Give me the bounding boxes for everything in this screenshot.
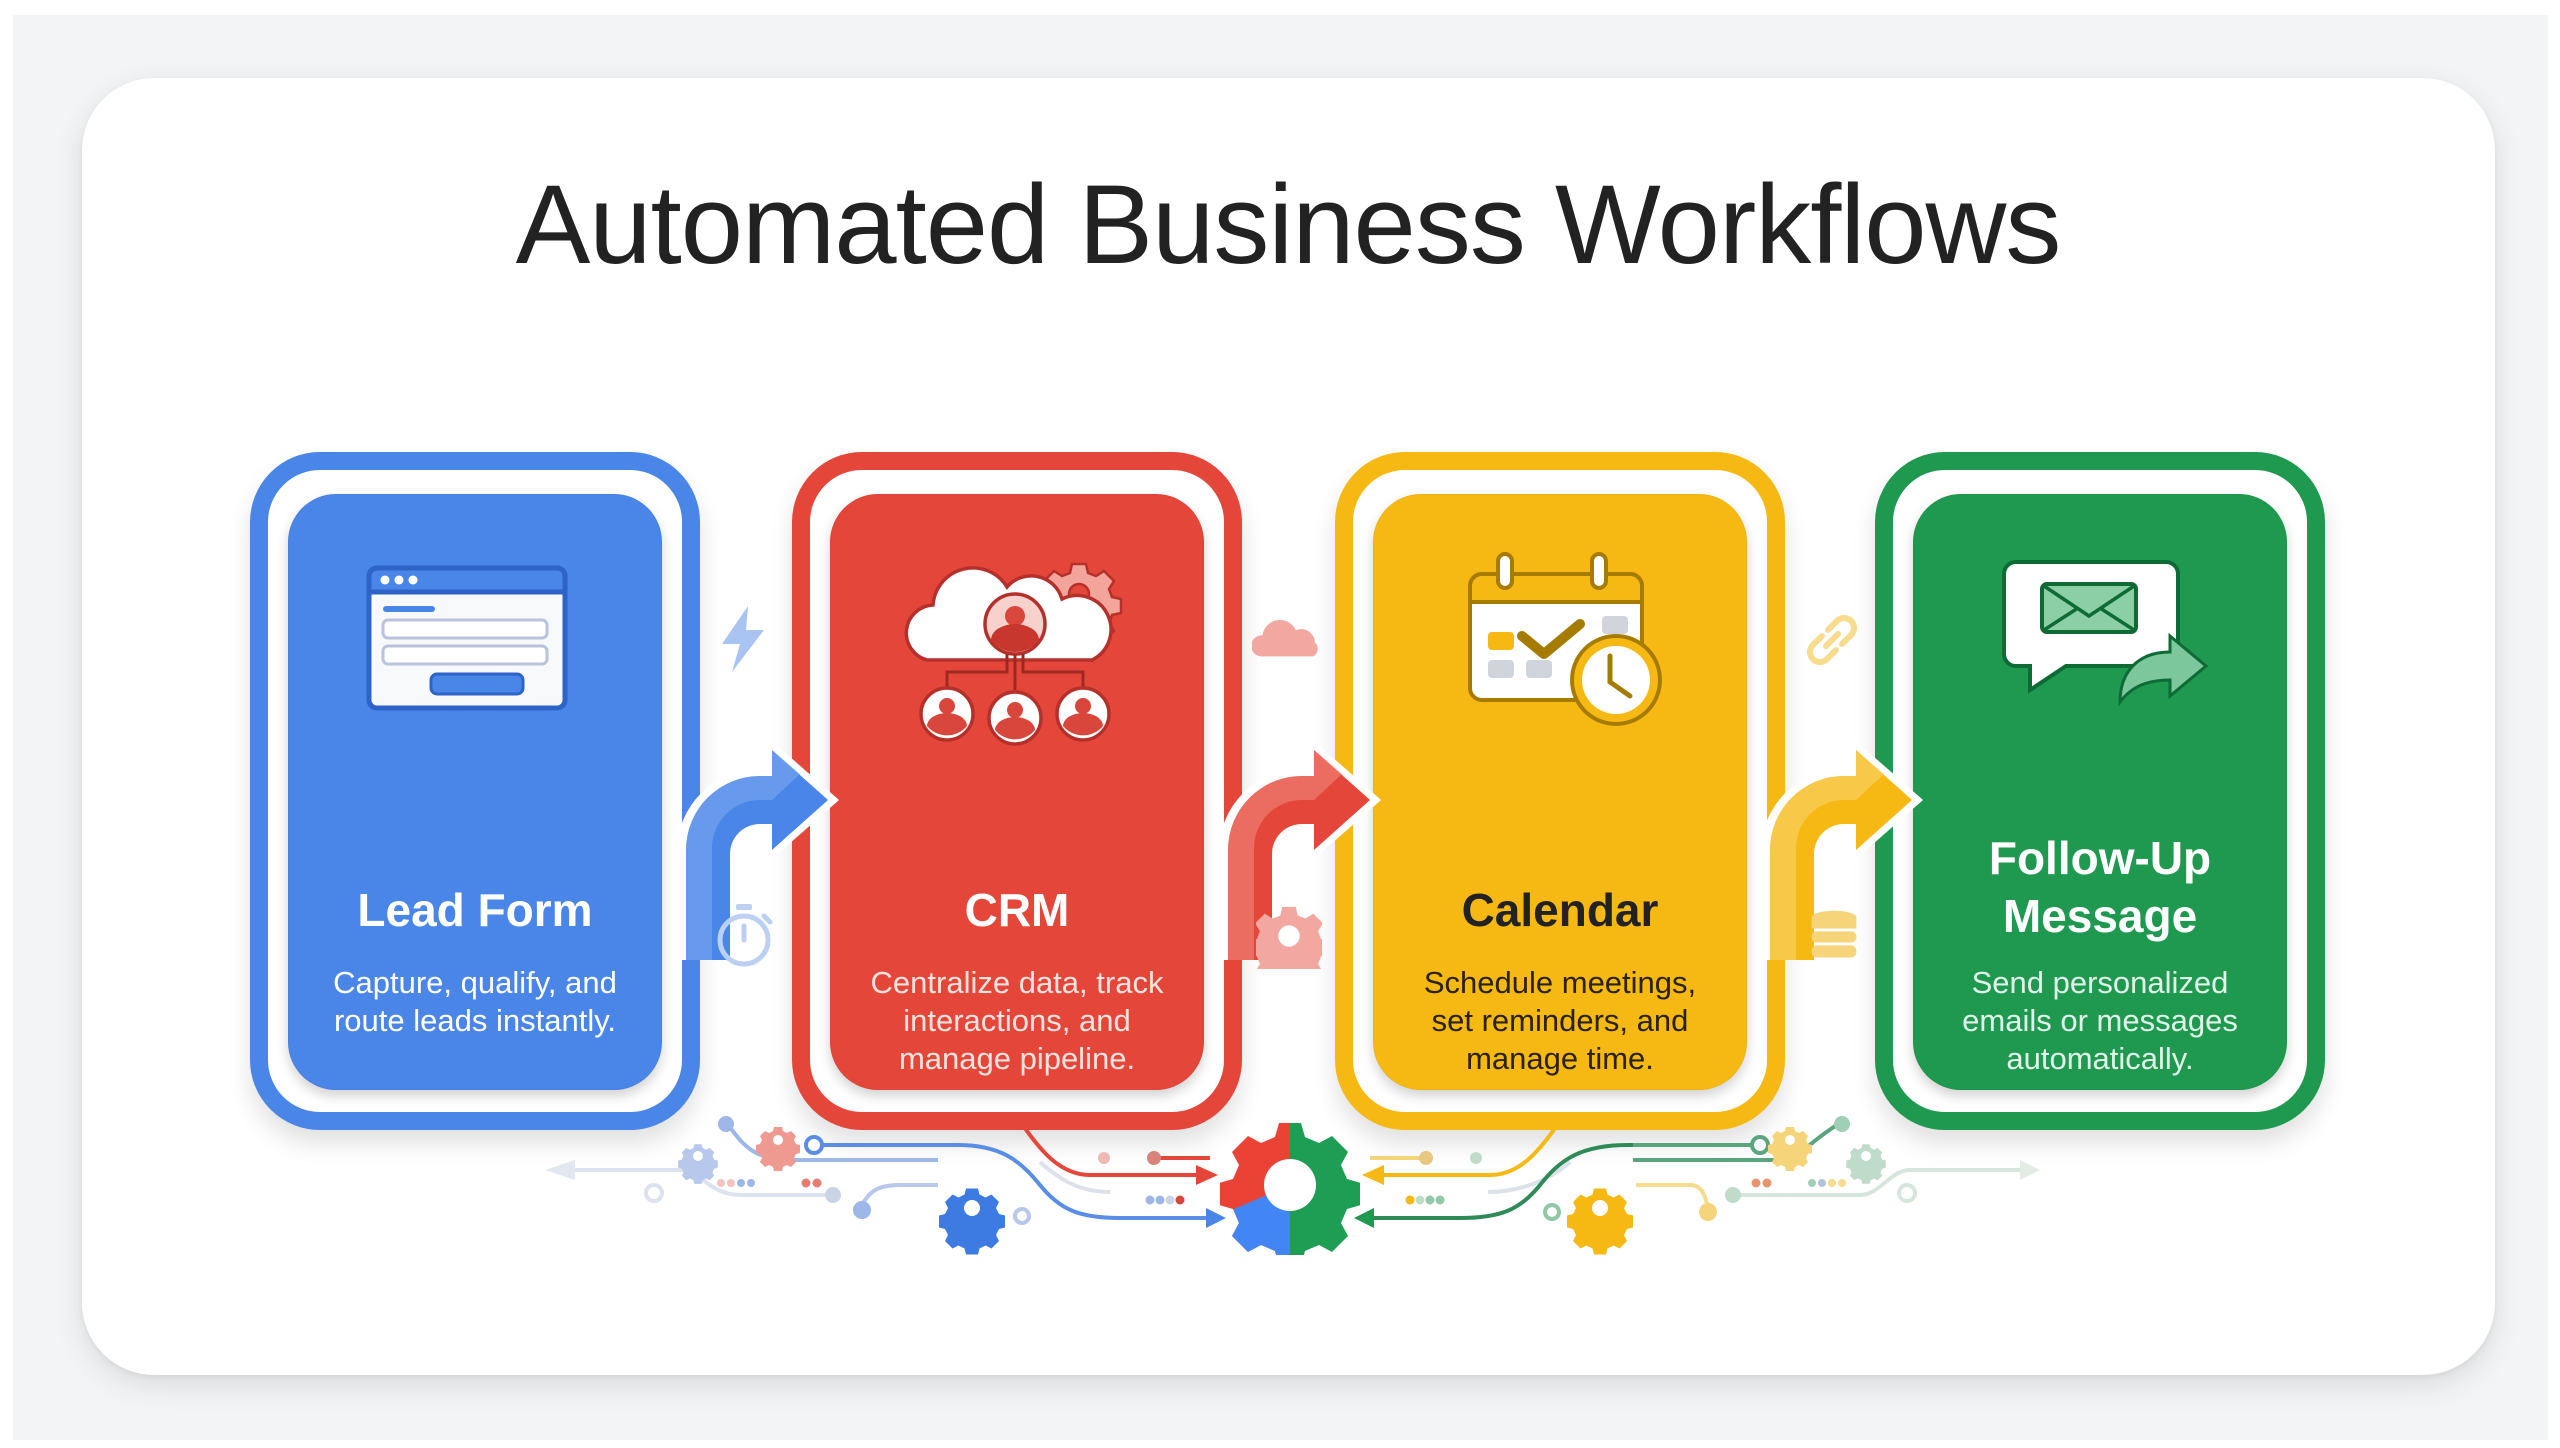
step-description: Schedule meetings, set reminders, and ma… — [1385, 964, 1735, 1078]
step-card-calendar: Calendar Schedule meetings, set reminder… — [1335, 452, 1785, 1130]
step-card-follow-up-message: Follow-Up Message Send personalized emai… — [1875, 452, 2325, 1130]
step-description-line: Send personalized — [1971, 965, 2229, 1000]
arrow-left-icon — [1362, 1165, 1384, 1185]
step-description-line: interactions, and — [903, 1003, 1131, 1038]
step-card-crm-body: CRM Centralize data, track interactions,… — [830, 494, 1204, 1090]
step-description-line: emails or messages — [1962, 1003, 2238, 1038]
arrow-left-icon — [1354, 1208, 1374, 1228]
arrow-right-icon — [2020, 1160, 2040, 1180]
step-description-line: Schedule meetings, — [1423, 965, 1697, 1000]
step-card-lead-form-body: Lead Form Capture, qualify, and route le… — [288, 494, 662, 1090]
step-title-line: Follow-Up — [1988, 832, 2212, 884]
page-title: Automated Business Workflows — [515, 162, 2062, 287]
gear-icon — [1256, 906, 1322, 969]
step-title: CRM — [964, 884, 1070, 936]
step-title: Follow-Up Message — [1913, 829, 2287, 945]
arrow-right-icon — [1196, 1165, 1218, 1185]
gear-icon — [1567, 1188, 1633, 1255]
gear-icon — [1768, 1127, 1812, 1171]
cloud-icon — [1252, 620, 1318, 657]
step-description-line: manage pipeline. — [898, 1041, 1136, 1076]
multicolor-gear-icon — [1220, 1123, 1360, 1255]
gear-icon — [1846, 1144, 1886, 1184]
arrow-right-icon — [1206, 1208, 1226, 1228]
step-description-line: Centralize data, track — [870, 965, 1164, 1000]
step-card-crm: CRM Centralize data, track interactions,… — [792, 452, 1242, 1130]
database-icon — [1811, 910, 1857, 958]
user-icon — [987, 690, 1043, 746]
step-description-line: route leads instantly. — [333, 1003, 617, 1038]
gear-icon — [756, 1127, 800, 1171]
step-description-line: set reminders, and — [1431, 1003, 1689, 1038]
step-description-line: automatically. — [2006, 1041, 2194, 1076]
message-envelope-forward-icon — [2002, 560, 2209, 707]
step-description: Centralize data, track interactions, and… — [842, 964, 1192, 1078]
step-card-lead-form: Lead Form Capture, qualify, and route le… — [250, 452, 700, 1130]
web-form-icon — [366, 565, 568, 711]
gear-icon — [939, 1188, 1005, 1255]
step-description: Send personalized emails or messages aut… — [1925, 964, 2275, 1078]
step-description: Capture, qualify, and route leads instan… — [300, 964, 650, 1040]
step-description-line: manage time. — [1466, 1041, 1654, 1076]
step-title: Calendar — [1461, 884, 1659, 936]
calendar-clock-icon — [1468, 552, 1662, 726]
link-icon — [1807, 615, 1857, 665]
step-card-calendar-body: Calendar Schedule meetings, set reminder… — [1373, 494, 1747, 1090]
connector-arrow-crm-to-calendar — [1218, 739, 1382, 960]
step-description-line: Capture, qualify, and — [333, 965, 617, 1000]
stopwatch-icon — [717, 904, 773, 967]
step-card-follow-up-body: Follow-Up Message Send personalized emai… — [1913, 494, 2287, 1090]
step-title: Lead Form — [357, 884, 593, 936]
user-icon — [1055, 686, 1111, 742]
connector-arrow-lead-to-crm — [676, 739, 840, 960]
arrow-left-icon — [545, 1160, 575, 1180]
step-title-line: Message — [2002, 890, 2198, 942]
integration-network — [545, 1116, 2040, 1255]
cloud-network-users-icon — [904, 562, 1123, 746]
lightning-icon — [722, 606, 764, 672]
user-icon — [919, 686, 975, 742]
gear-icon — [678, 1144, 718, 1184]
connector-arrow-calendar-to-follow-up — [1760, 739, 1924, 960]
